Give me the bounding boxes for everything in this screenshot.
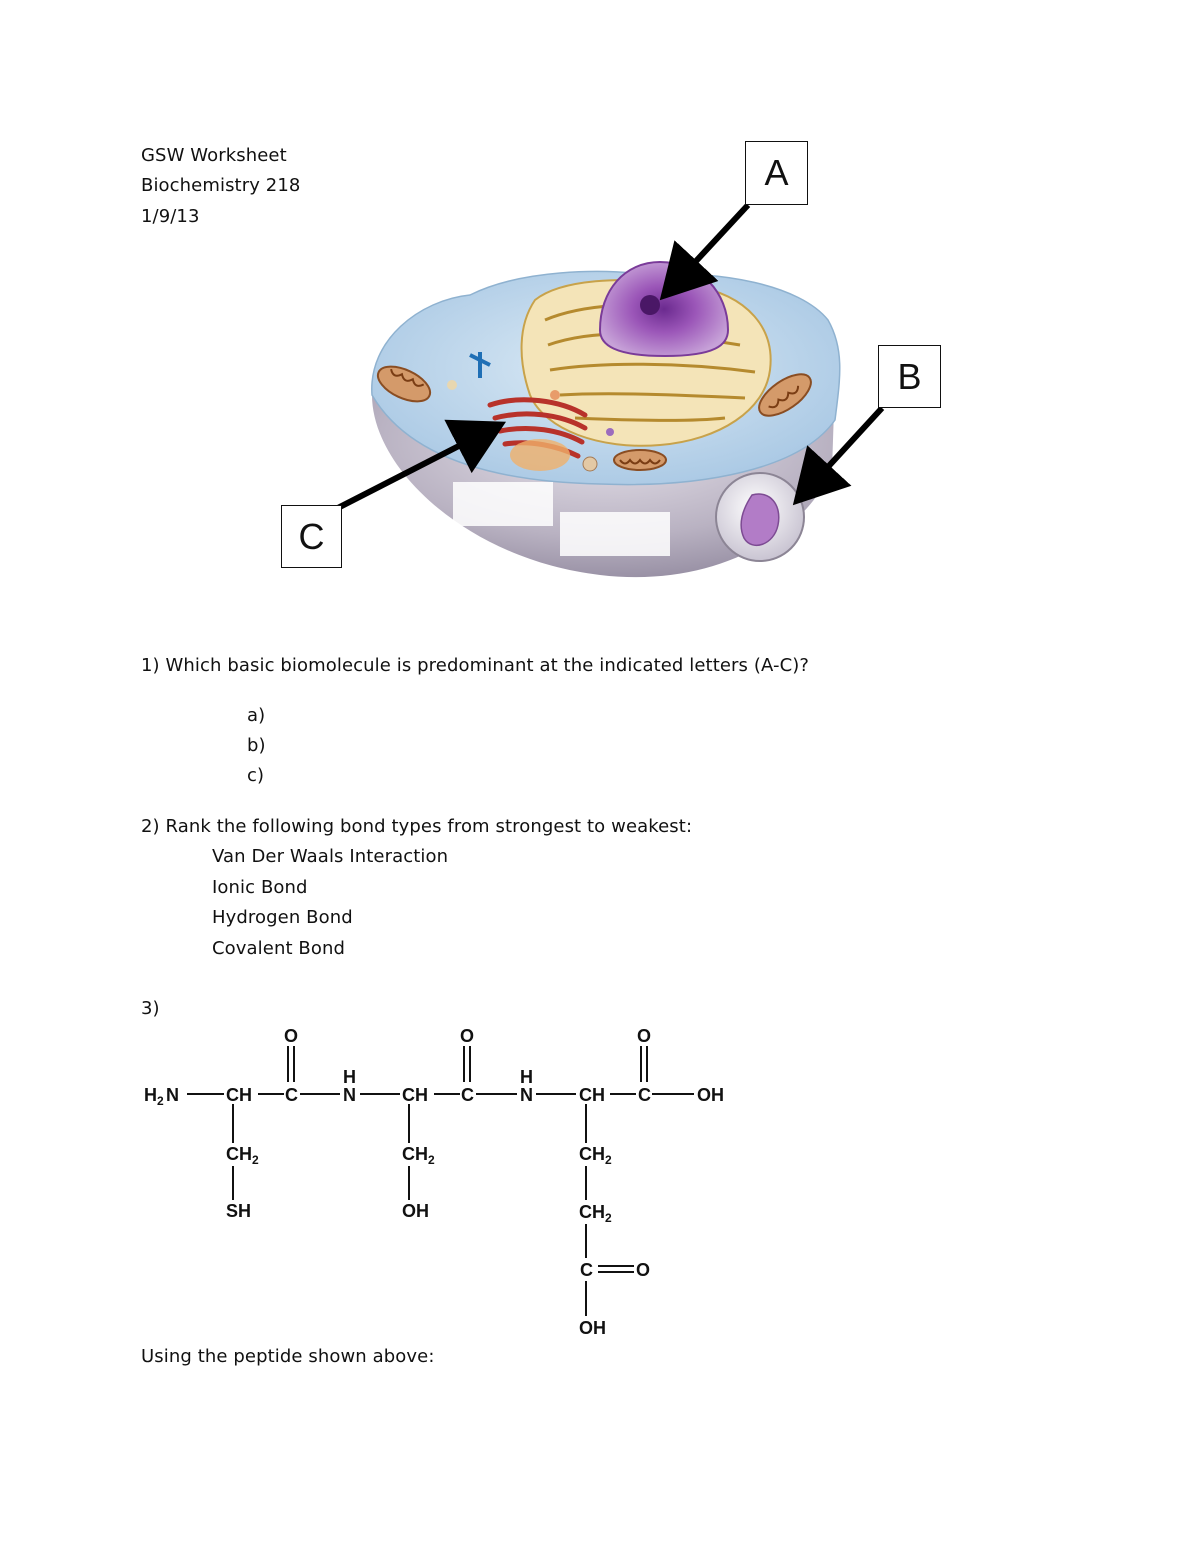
carbonyl-oxygen-2: O [460,1026,474,1046]
bond-item: Covalent Bond [212,938,346,959]
answer-b-label: b) [247,735,266,756]
alpha-carbon-1: CH [226,1085,252,1105]
label-box-c: C [281,505,342,568]
centrosome [469,352,491,378]
course-name: Biochemistry 218 [141,175,301,196]
carbonyl-carbon-3: C [638,1085,651,1105]
animal-cell-figure [328,202,885,578]
question-3-number: 3) [141,998,160,1019]
worksheet-title: GSW Worksheet [141,145,287,166]
side-chain-ch2-2: CH [402,1144,428,1164]
arrow-b [792,405,885,506]
amide-nitrogen-2: N [520,1085,533,1105]
ch2-sub: 2 [605,1211,612,1225]
ch2-sub: 2 [428,1153,435,1167]
side-chain-sh: SH [226,1201,251,1221]
carbonyl-carbon-2: C [461,1085,474,1105]
n-terminus-sub: 2 [157,1094,164,1108]
side-chain-ch2-3: CH [579,1144,605,1164]
carbonyl-carbon-1: C [285,1085,298,1105]
mitochondrion-bottom [613,449,667,471]
mitochondrion-left [376,365,432,403]
mitochondrion-right [758,373,812,417]
vesicle-small [447,380,457,390]
bond-item: Van Der Waals Interaction [212,846,449,867]
arrow-a [659,202,751,301]
alpha-carbon-3: CH [579,1085,605,1105]
membrane-protein [740,493,780,547]
blank-label-left [453,482,553,526]
c-terminus-oh: OH [697,1085,724,1105]
question-3-followup: Using the peptide shown above: [141,1346,435,1367]
worksheet-date: 1/9/13 [141,206,200,227]
amide-hydrogen-2: H [520,1067,533,1087]
blank-label-right [560,512,670,556]
n-terminus-h: H [144,1085,157,1105]
label-box-b: B [878,345,941,408]
ch2-sub: 2 [605,1153,612,1167]
nucleolus [640,295,660,315]
label-box-a: A [745,141,808,205]
side-chain-ch2-4: CH [579,1202,605,1222]
carbonyl-oxygen-1: O [284,1026,298,1046]
vesicle-small [606,428,614,436]
arrow-c [328,419,507,515]
question-2-prompt: 2) Rank the following bond types from st… [141,816,693,837]
vesicle-small [582,456,598,472]
vesicle-orange [510,439,570,471]
carbonyl-oxygen-3: O [637,1026,651,1046]
side-chain-carboxyl-oh: OH [579,1318,606,1338]
alpha-carbon-2: CH [402,1085,428,1105]
ch2-sub: 2 [252,1153,259,1167]
vesicle-small [550,390,560,400]
answer-a-label: a) [247,705,266,726]
amide-nitrogen-1: N [343,1085,356,1105]
question-1-prompt: 1) Which basic biomolecule is predominan… [141,655,810,676]
bond-item: Hydrogen Bond [212,907,353,928]
bond-item: Ionic Bond [212,877,308,898]
side-chain-oh: OH [402,1201,429,1221]
side-chain-carboxyl-o: O [636,1260,650,1280]
amide-hydrogen-1: H [343,1067,356,1087]
answer-c-label: c) [247,765,265,786]
side-chain-ch2-1: CH [226,1144,252,1164]
side-chain-carboxyl-c: C [580,1260,593,1280]
n-terminus-n: N [166,1085,179,1105]
